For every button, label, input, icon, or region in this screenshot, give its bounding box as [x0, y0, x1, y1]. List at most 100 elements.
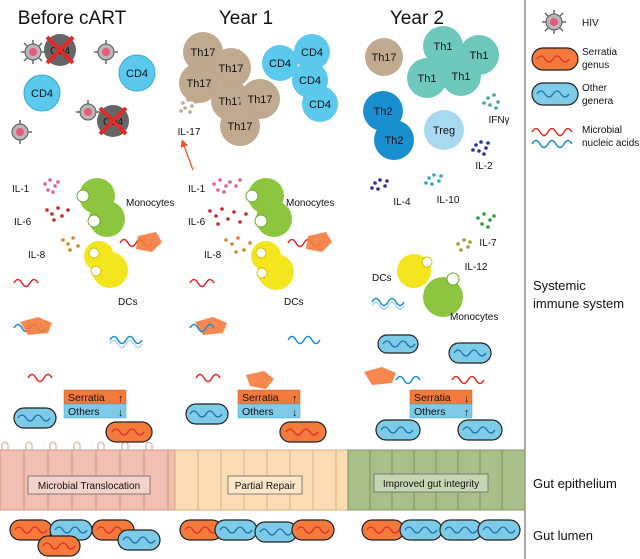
- monocytes-label: Monocytes: [450, 312, 498, 323]
- il12-dots: [456, 238, 472, 252]
- serratia-trend-box: Serratia ↓ Others ↑: [409, 389, 473, 419]
- serratia-fragment: [20, 317, 52, 335]
- serratia-fragment: [306, 232, 332, 252]
- region-epithelium-label: Gut epithelium: [533, 476, 617, 491]
- hiv-virus-icon: [11, 120, 32, 144]
- nucleic-acid-wave: [27, 373, 53, 383]
- il6-dots-col2: [208, 207, 248, 226]
- epithelium-label: Partial Repair: [235, 481, 296, 492]
- cell-label: CD4: [126, 68, 148, 80]
- nucleic-acid-wave: [189, 278, 215, 288]
- region-systemic-label: Systemic: [533, 278, 586, 293]
- cell-label: Th1: [452, 71, 471, 83]
- cell-label: Th17: [186, 78, 211, 90]
- serratia-fragment: [195, 317, 227, 335]
- dcs-label: DCs: [284, 297, 303, 308]
- legend-nucleic: Microbial nucleic acids: [531, 125, 639, 149]
- cd4-cell: CD4: [302, 86, 338, 122]
- cell-label: CD4: [301, 47, 323, 59]
- serratia-fragment: [364, 367, 396, 385]
- infected-cd4-cell: CD4: [44, 34, 76, 66]
- th17-cell: Th17: [220, 106, 260, 146]
- cell-label: Th17: [218, 63, 243, 75]
- dcs-label: DCs: [372, 273, 391, 284]
- il1-label: IL-1: [188, 184, 206, 195]
- legend-other-label2: genera: [582, 96, 614, 107]
- th1-cell: Th1: [441, 56, 481, 96]
- others-label: Others: [414, 406, 446, 418]
- others-label: Others: [68, 406, 100, 418]
- epithelium-box-col3: Improved gut integrity: [373, 473, 489, 493]
- il10-label: IL-10: [437, 195, 460, 206]
- serratia-trend-box: Serratia ↑ Others ↓: [237, 389, 301, 419]
- legend-nucleic-label2: nucleic acids: [582, 138, 639, 149]
- treg-cell: Treg: [424, 110, 464, 150]
- legend-hiv-label: HIV: [582, 18, 599, 29]
- il6-label: IL-6: [188, 217, 206, 228]
- down-arrow: ↓: [464, 393, 470, 405]
- lumen-bacteria-col3: [361, 519, 521, 541]
- nucleic-acid-wave: [13, 278, 39, 288]
- legend-other-label: Other: [582, 83, 608, 94]
- cell-label: CD4: [299, 75, 321, 87]
- ifng-label: IFNγ: [488, 115, 509, 126]
- nucleic-acid-wave: [371, 297, 405, 307]
- header-year2: Year 2: [390, 8, 444, 29]
- monocyte-cell: [423, 272, 463, 317]
- other-bacterium: [457, 419, 503, 441]
- epithelium-label: Microbial Translocation: [38, 481, 140, 492]
- serratia-fragment: [246, 371, 274, 389]
- cell-label: Th17: [190, 47, 215, 59]
- up-arrow: ↑: [292, 393, 298, 405]
- nucleic-acid-wave: [451, 375, 485, 385]
- down-arrow: ↓: [292, 407, 298, 419]
- il8-dots-col2: [224, 236, 252, 254]
- other-bacterium: [375, 419, 421, 441]
- other-bacterium: [448, 342, 492, 364]
- cell-label: Th2: [385, 135, 404, 147]
- hiv-virus-icon: [94, 40, 118, 64]
- il6-dots-col1: [45, 206, 70, 222]
- il1-label: IL-1: [12, 184, 30, 195]
- legend-nucleic-label: Microbial: [582, 125, 622, 136]
- legend-other: Other genera: [531, 82, 614, 107]
- up-arrow: ↑: [118, 393, 124, 405]
- th17-cell: Th17: [211, 48, 251, 88]
- monocytes-label: Monocytes: [126, 198, 174, 209]
- legend-serratia-label2: genus: [582, 60, 609, 71]
- cell-label: Th17: [247, 94, 272, 106]
- il17-label: IL-17: [178, 127, 201, 138]
- infected-cd4-cell: CD4: [97, 105, 129, 137]
- nucleic-acid-wave: [109, 335, 143, 345]
- cell-label: Th17: [227, 121, 252, 133]
- other-bacterium: [377, 334, 419, 354]
- il8-dots-col1: [61, 236, 80, 252]
- header-year1: Year 1: [219, 8, 273, 29]
- serratia-bacterium: [279, 421, 327, 443]
- serratia-trend-box: Serratia ↑ Others ↓: [63, 389, 127, 419]
- th17-cell: Th17: [179, 63, 219, 103]
- other-bacterium: [185, 403, 229, 425]
- il4-label: IL-4: [393, 197, 411, 208]
- cell-label: Th1: [434, 41, 453, 53]
- il10-dots: [424, 173, 443, 186]
- th17-cell: Th17: [365, 38, 403, 76]
- il2-label: IL-2: [475, 161, 493, 172]
- epithelium-box-col2: Partial Repair: [227, 475, 303, 495]
- il8-label: IL-8: [28, 250, 46, 261]
- cell-label: Treg: [433, 125, 455, 137]
- serratia-label: Serratia: [242, 392, 279, 404]
- il17-arrow: [180, 139, 194, 171]
- monocyte-cell: [245, 178, 292, 237]
- nucleic-acid-wave: [287, 335, 321, 345]
- others-label: Others: [242, 406, 274, 418]
- region-lumen-label: Gut lumen: [533, 528, 593, 543]
- cell-label: Th1: [470, 50, 489, 62]
- nucleic-acid-wave: [109, 340, 143, 348]
- legend-serratia: Serratia genus: [531, 47, 617, 71]
- monocytes-label: Monocytes: [286, 198, 334, 209]
- nucleic-acid-wave: [189, 323, 215, 333]
- il7-dots: [476, 212, 496, 229]
- il4-dots: [370, 178, 389, 191]
- cd4-cell: CD4: [118, 54, 156, 92]
